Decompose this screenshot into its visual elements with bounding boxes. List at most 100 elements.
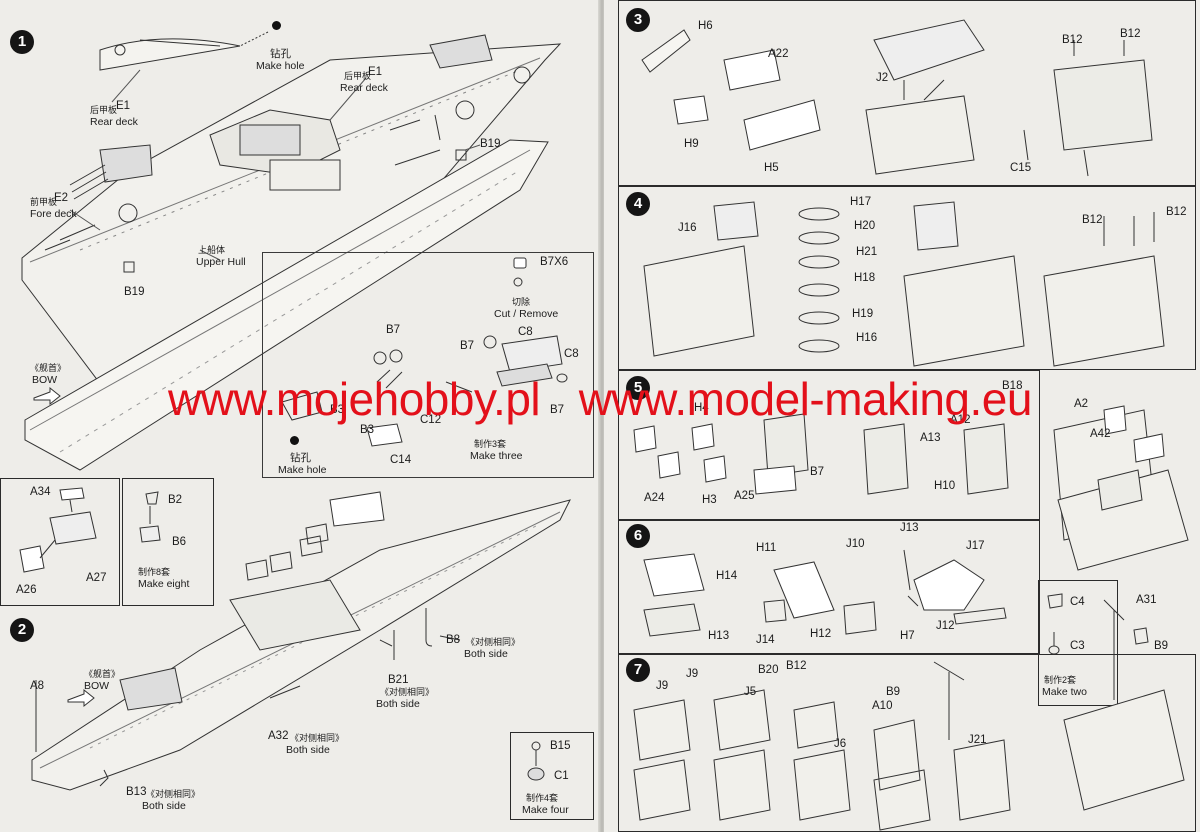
b15-label: B15 [550,740,571,752]
h7-label: H7 [900,630,915,642]
make-four-cn: 制作4套 [526,793,559,803]
step5-box [618,370,1040,520]
c15-label: C15 [1010,162,1032,174]
rear-deck-left-label: Rear deck [90,116,138,128]
b8-both-side: Both side [464,648,508,660]
cut-remove-label: Cut / Remove [494,308,559,320]
watermark-banner: www.mojehobby.pl www.model-making.eu [0,372,1200,426]
j2-label: J2 [876,72,889,84]
drill-hole-icon-bottom [290,436,299,445]
c12-label: C12 [420,414,442,426]
a32-both-side: Both side [286,744,330,756]
j9-label-b: J9 [686,668,699,680]
j10-label: J10 [846,538,865,550]
a25-label: A25 [734,490,755,502]
h6-label: H6 [698,20,713,32]
h14-label: H14 [716,570,738,582]
fore-deck-part: E2 [54,192,69,204]
step1-hull-drawing [0,0,600,480]
c8-label-b: C8 [564,348,579,360]
c14-label: C14 [390,454,412,466]
j17-label: J17 [966,540,985,552]
h21-label: H21 [856,246,878,258]
watermark-left-url: www.mojehobby.pl [168,373,541,425]
inset-a34-drawing [0,478,118,604]
rear-deck-top-label: Rear deck [340,82,388,94]
make-eight-cn: 制作8套 [138,567,171,577]
a27-label: A27 [86,572,107,584]
fore-deck-label: Fore deck [30,208,77,220]
c8-label-a: C8 [518,326,533,338]
b13-note: 《对侧相同》 [146,789,201,799]
inset-b2-drawing [122,478,212,604]
b7-step5-label: B7 [810,466,825,478]
b12-label-4b: B12 [1166,206,1187,218]
upper-hull-label: Upper Hull [196,256,246,268]
make-two-label: Make two [1042,686,1087,698]
step3-drawing [604,0,1200,184]
rear-deck-left-part: E1 [116,100,131,112]
make-three-cn: 制作3套 [474,439,507,449]
h20-label: H20 [854,220,876,232]
a10-label: A10 [872,700,893,712]
a2-label: A2 [1074,398,1089,410]
bow-label-2: BOW [84,680,110,692]
a42-label: A42 [1090,428,1111,440]
j5-label: J5 [744,686,757,698]
b8-note: 《对侧相同》 [466,637,521,647]
inset-b15-box [510,732,594,820]
b6-label: B6 [172,536,187,548]
b18-label: B18 [1002,380,1023,392]
left-page: 1 [0,0,600,832]
a24-label: A24 [644,492,665,504]
step6-box [618,520,1040,654]
step4-drawing [604,186,1200,368]
bow-cn-2: 《舰首》 [84,669,121,679]
a32-label: A32 [268,730,289,742]
j6-label: J6 [834,738,847,750]
j21-label: J21 [968,734,987,746]
step-number-6: 6 [626,524,650,548]
make-two-cn: 制作2套 [1044,675,1077,685]
step3-box [618,0,1196,186]
make-three-label: Make three [470,450,523,462]
step-number-3: 3 [626,8,650,32]
make-four-label: Make four [522,804,569,816]
a12-label: A12 [950,414,971,426]
b3-label-a: B3 [330,404,345,416]
center-fold [598,0,606,832]
h17-label: H17 [850,196,872,208]
h18-label: H18 [854,272,876,284]
make-hole-bottom-cn: 钻孔 [290,452,311,464]
bow-label: BOW [32,374,58,386]
rear-deck-left-cn: 后甲板 [90,105,118,115]
fore-deck-cn: 前甲板 [30,197,58,207]
inset-b15-drawing [510,732,592,818]
make-hole-top: Make hole [256,60,305,72]
step-number-7: 7 [626,658,650,682]
h4-label: H4 [694,402,709,414]
c3-label: C3 [1070,640,1085,652]
b2-label: B2 [168,494,183,506]
a26-label: A26 [16,584,37,596]
cut-remove-cn: 切除 [512,297,531,307]
b12-label-3a: B12 [1062,34,1083,46]
a13-label: A13 [920,432,941,444]
h11-label: H11 [756,542,777,554]
step-number-4: 4 [626,192,650,216]
b12-label-3b: B12 [1120,28,1141,40]
b8-label: B8 [446,634,461,646]
step-number-2: 2 [10,618,34,642]
make-hole-top-cn: 钻孔 [270,48,291,60]
a8-label: A8 [30,680,45,692]
watermark-right-url: www.model-making.eu [578,373,1033,425]
step7-drawing [604,580,1200,830]
b13-both-side: Both side [142,800,186,812]
make-hole-bottom: Make hole [278,464,327,476]
b3-label-b: B3 [360,424,375,436]
c1-label: C1 [554,770,569,782]
a32-note: 《对侧相同》 [290,733,345,743]
j13-label: J13 [900,522,919,534]
b13-label: B13 [126,786,147,798]
